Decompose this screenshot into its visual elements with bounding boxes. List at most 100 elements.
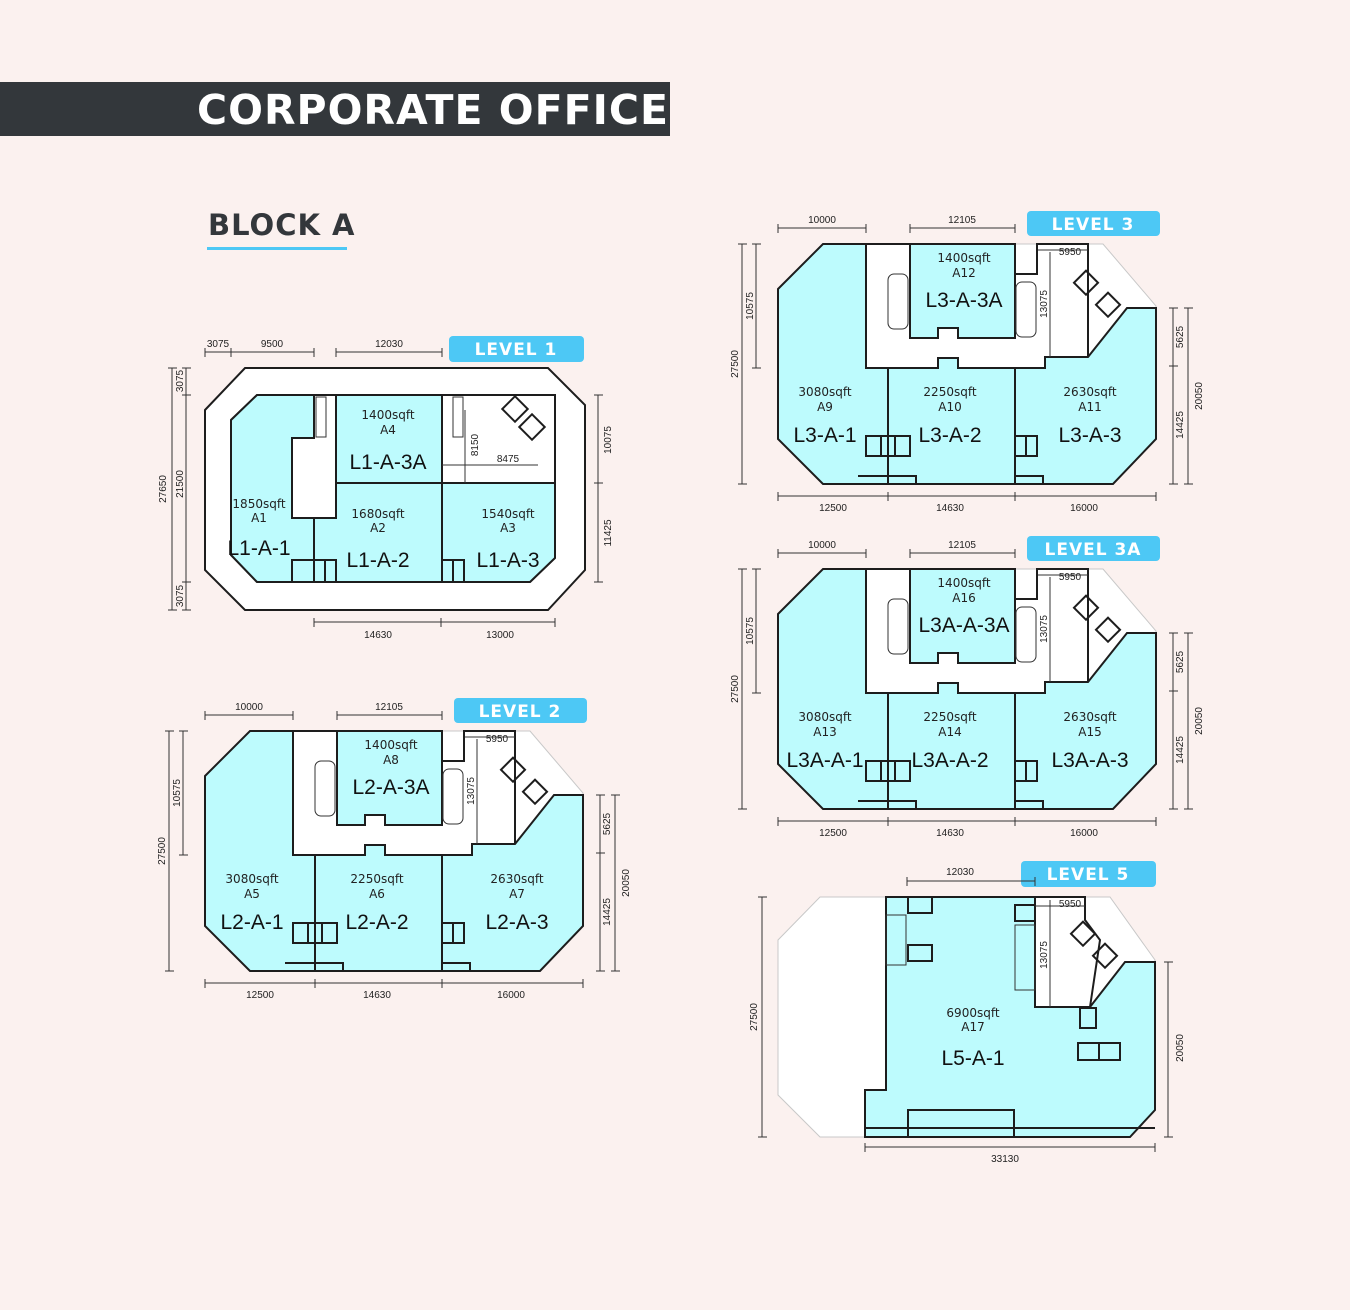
dimension-text: 27650: [158, 475, 169, 503]
stair-icon: [887, 273, 909, 330]
dimension-text: 9500: [261, 339, 284, 350]
dimension-text: 12030: [375, 339, 403, 350]
unit-area: 1540sqft: [481, 507, 534, 521]
level-label: LEVEL 5: [1047, 865, 1130, 885]
unit-l2-a-3[interactable]: [441, 794, 584, 972]
dimension-text: 20050: [1194, 707, 1205, 735]
dimension-text: 12105: [948, 215, 976, 226]
unit-code: L1-A-1: [227, 537, 290, 560]
unit-l3a-a-3a[interactable]: [909, 568, 1016, 664]
dimension-text: 14425: [1175, 411, 1186, 439]
dimension-text: 16000: [1070, 828, 1098, 839]
unit-area: 2630sqft: [1063, 385, 1116, 399]
dimension-text: 5625: [1175, 650, 1186, 673]
dimension-text: 27500: [157, 837, 168, 865]
dimension-text: 20050: [1175, 1034, 1186, 1062]
dimension-text: 13000: [486, 630, 514, 641]
unit-code: L3-A-1: [793, 424, 856, 447]
dimension-lines: [738, 549, 1193, 826]
unit-code: L3-A-2: [918, 424, 981, 447]
unit-l2-a-2[interactable]: [314, 844, 443, 972]
unit-id: A3: [500, 521, 516, 535]
dimension-text: 16000: [1070, 503, 1098, 514]
dimension-text: 10575: [745, 292, 756, 320]
dimension-text: 12500: [819, 503, 847, 514]
dimension-text: 14630: [363, 990, 391, 1001]
unit-id: A10: [938, 400, 961, 414]
unit-l3-a-2[interactable]: [887, 357, 1016, 485]
unit-area: 2630sqft: [1063, 710, 1116, 724]
stair-icon: [314, 760, 336, 817]
dimension-text: 14630: [364, 630, 392, 641]
lift-icon: [1069, 920, 1119, 970]
dimension-text: 12030: [946, 867, 974, 878]
unit-l2-a-3a[interactable]: [336, 730, 443, 826]
dimension-text: 8475: [497, 454, 520, 465]
unit-code: L2-A-2: [345, 911, 408, 934]
dimension-text: 14425: [1175, 736, 1186, 764]
unit-area: 3080sqft: [798, 710, 851, 724]
unit-area: 1850sqft: [232, 497, 285, 511]
level-badge: [1027, 536, 1160, 561]
dimension-lines: [165, 711, 620, 988]
dimension-lines: [758, 877, 1173, 1152]
unit-code: L3-A-3A: [925, 289, 1002, 312]
dimension-text: 5950: [1059, 572, 1082, 583]
service-boxes: [865, 896, 1155, 1138]
unit-l1-a-1[interactable]: [230, 394, 315, 583]
lift-icon: [1072, 269, 1100, 297]
unit-area: 2250sqft: [350, 872, 403, 886]
unit-id: A14: [938, 725, 961, 739]
lift-icon: [500, 394, 547, 442]
unit-code: L2-A-1: [220, 911, 283, 934]
unit-code: L3A-A-3: [1051, 749, 1128, 772]
level-badge: [449, 336, 584, 362]
service-boxes: [285, 922, 471, 971]
unit-l3-a-3[interactable]: [1014, 307, 1157, 485]
unit-id: A15: [1078, 725, 1101, 739]
dimension-lines: [738, 224, 1193, 501]
level-label: LEVEL 2: [479, 702, 562, 722]
dimension-text: 10575: [745, 617, 756, 645]
dimension-text: 5625: [1175, 325, 1186, 348]
dimension-text: 5950: [1059, 899, 1082, 910]
unit-l3a-a-2[interactable]: [887, 682, 1016, 810]
level-badge: [1021, 861, 1156, 887]
dimension-text: 10075: [603, 426, 614, 454]
dimension-text: 5625: [602, 812, 613, 835]
unit-l3a-a-3[interactable]: [1014, 632, 1157, 810]
unit-area: 2250sqft: [923, 385, 976, 399]
unit-id: A1: [251, 511, 267, 525]
unit-area: 1400sqft: [937, 576, 990, 590]
dimension-text: 3075: [175, 584, 186, 607]
dimension-text: 21500: [175, 470, 186, 498]
dimension-text: 12500: [246, 990, 274, 1001]
dimension-text: 5950: [1059, 247, 1082, 258]
unit-id: A8: [383, 753, 399, 767]
service-boxes: [291, 559, 465, 583]
dimension-text: 10000: [808, 540, 836, 551]
unit-l3-a-3a[interactable]: [909, 243, 1016, 339]
unit-id: A9: [817, 400, 833, 414]
level-3-plan: LEVEL 33080sqftA9L3-A-12250sqftA10L3-A-2…: [730, 211, 1205, 514]
dimension-text: 12105: [375, 702, 403, 713]
page-title: CORPORATE OFFICE: [197, 86, 670, 134]
dimension-text: 3075: [175, 369, 186, 392]
unit-area: 1400sqft: [364, 738, 417, 752]
dimension-text: 12500: [819, 828, 847, 839]
dimension-text: 20050: [621, 869, 632, 897]
level-badge: [1027, 211, 1160, 236]
dimension-text: 13075: [1039, 615, 1050, 643]
dimension-text: 33130: [991, 1154, 1019, 1165]
core: [1034, 896, 1102, 1008]
block-title: BLOCK A: [208, 208, 356, 242]
unit-code: L3A-A-2: [911, 749, 988, 772]
unit-code: L2-A-3: [485, 911, 548, 934]
unit-code: L2-A-3A: [352, 776, 429, 799]
unit-id: A13: [813, 725, 836, 739]
dimension-text: 12105: [948, 540, 976, 551]
dimension-text: 13075: [466, 777, 477, 805]
unit-area: 1400sqft: [937, 251, 990, 265]
stair-icon: [442, 768, 464, 825]
